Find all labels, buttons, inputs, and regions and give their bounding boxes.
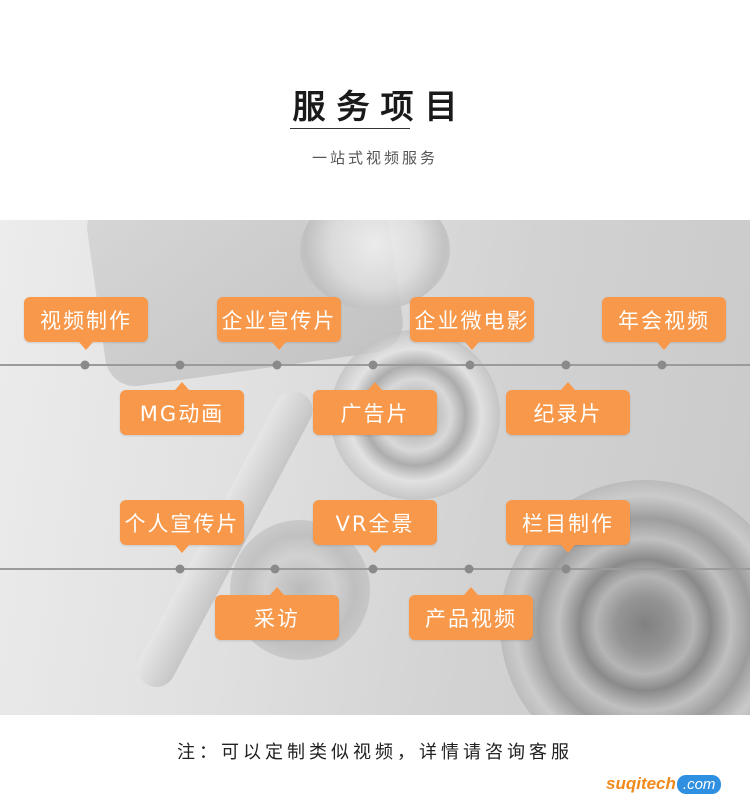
page-title: 服务项目 (292, 87, 469, 126)
timeline-2-dot (561, 564, 571, 574)
timeline-1-dot (561, 360, 571, 370)
watermark-suffix: .com (676, 774, 722, 794)
service-tag-annual-meeting-video: 年会视频 (602, 297, 726, 350)
service-tag-advertisement: 广告片 (313, 382, 437, 435)
timeline-1-dot (80, 360, 90, 370)
timeline-1-dot (465, 360, 475, 370)
timeline-1-dot (272, 360, 282, 370)
timeline-2-dot (175, 564, 185, 574)
page-subtitle: 一站式视频服务 (311, 149, 438, 167)
timeline-1-dot (368, 360, 378, 370)
footer-note: 注：可以定制类似视频，详情请咨询客服 (177, 742, 573, 763)
service-tag-interview: 采访 (215, 587, 339, 640)
timeline-2-dot (368, 564, 378, 574)
timeline-1-dot (657, 360, 667, 370)
service-tag-personal-promo: 个人宣传片 (120, 500, 244, 553)
timeline-2-dot (464, 564, 474, 574)
service-tag-mg-animation: MG动画 (120, 382, 244, 435)
watermark-logo: suqitech .com (606, 774, 722, 794)
title-underline (290, 128, 410, 129)
camera-background-photo (0, 220, 750, 715)
service-tag-product-video: 产品视频 (409, 587, 533, 640)
service-tag-documentary: 纪录片 (506, 382, 630, 435)
service-tag-corporate-microfilm: 企业微电影 (410, 297, 534, 350)
service-tag-video-production: 视频制作 (24, 297, 148, 350)
service-tag-vr-panorama: VR全景 (313, 500, 437, 553)
watermark-name: suqitech (606, 774, 676, 793)
timeline-2-dot (270, 564, 280, 574)
service-tag-corporate-promo: 企业宣传片 (217, 297, 341, 350)
service-tag-program-production: 栏目制作 (506, 500, 630, 553)
timeline-1-dot (175, 360, 185, 370)
